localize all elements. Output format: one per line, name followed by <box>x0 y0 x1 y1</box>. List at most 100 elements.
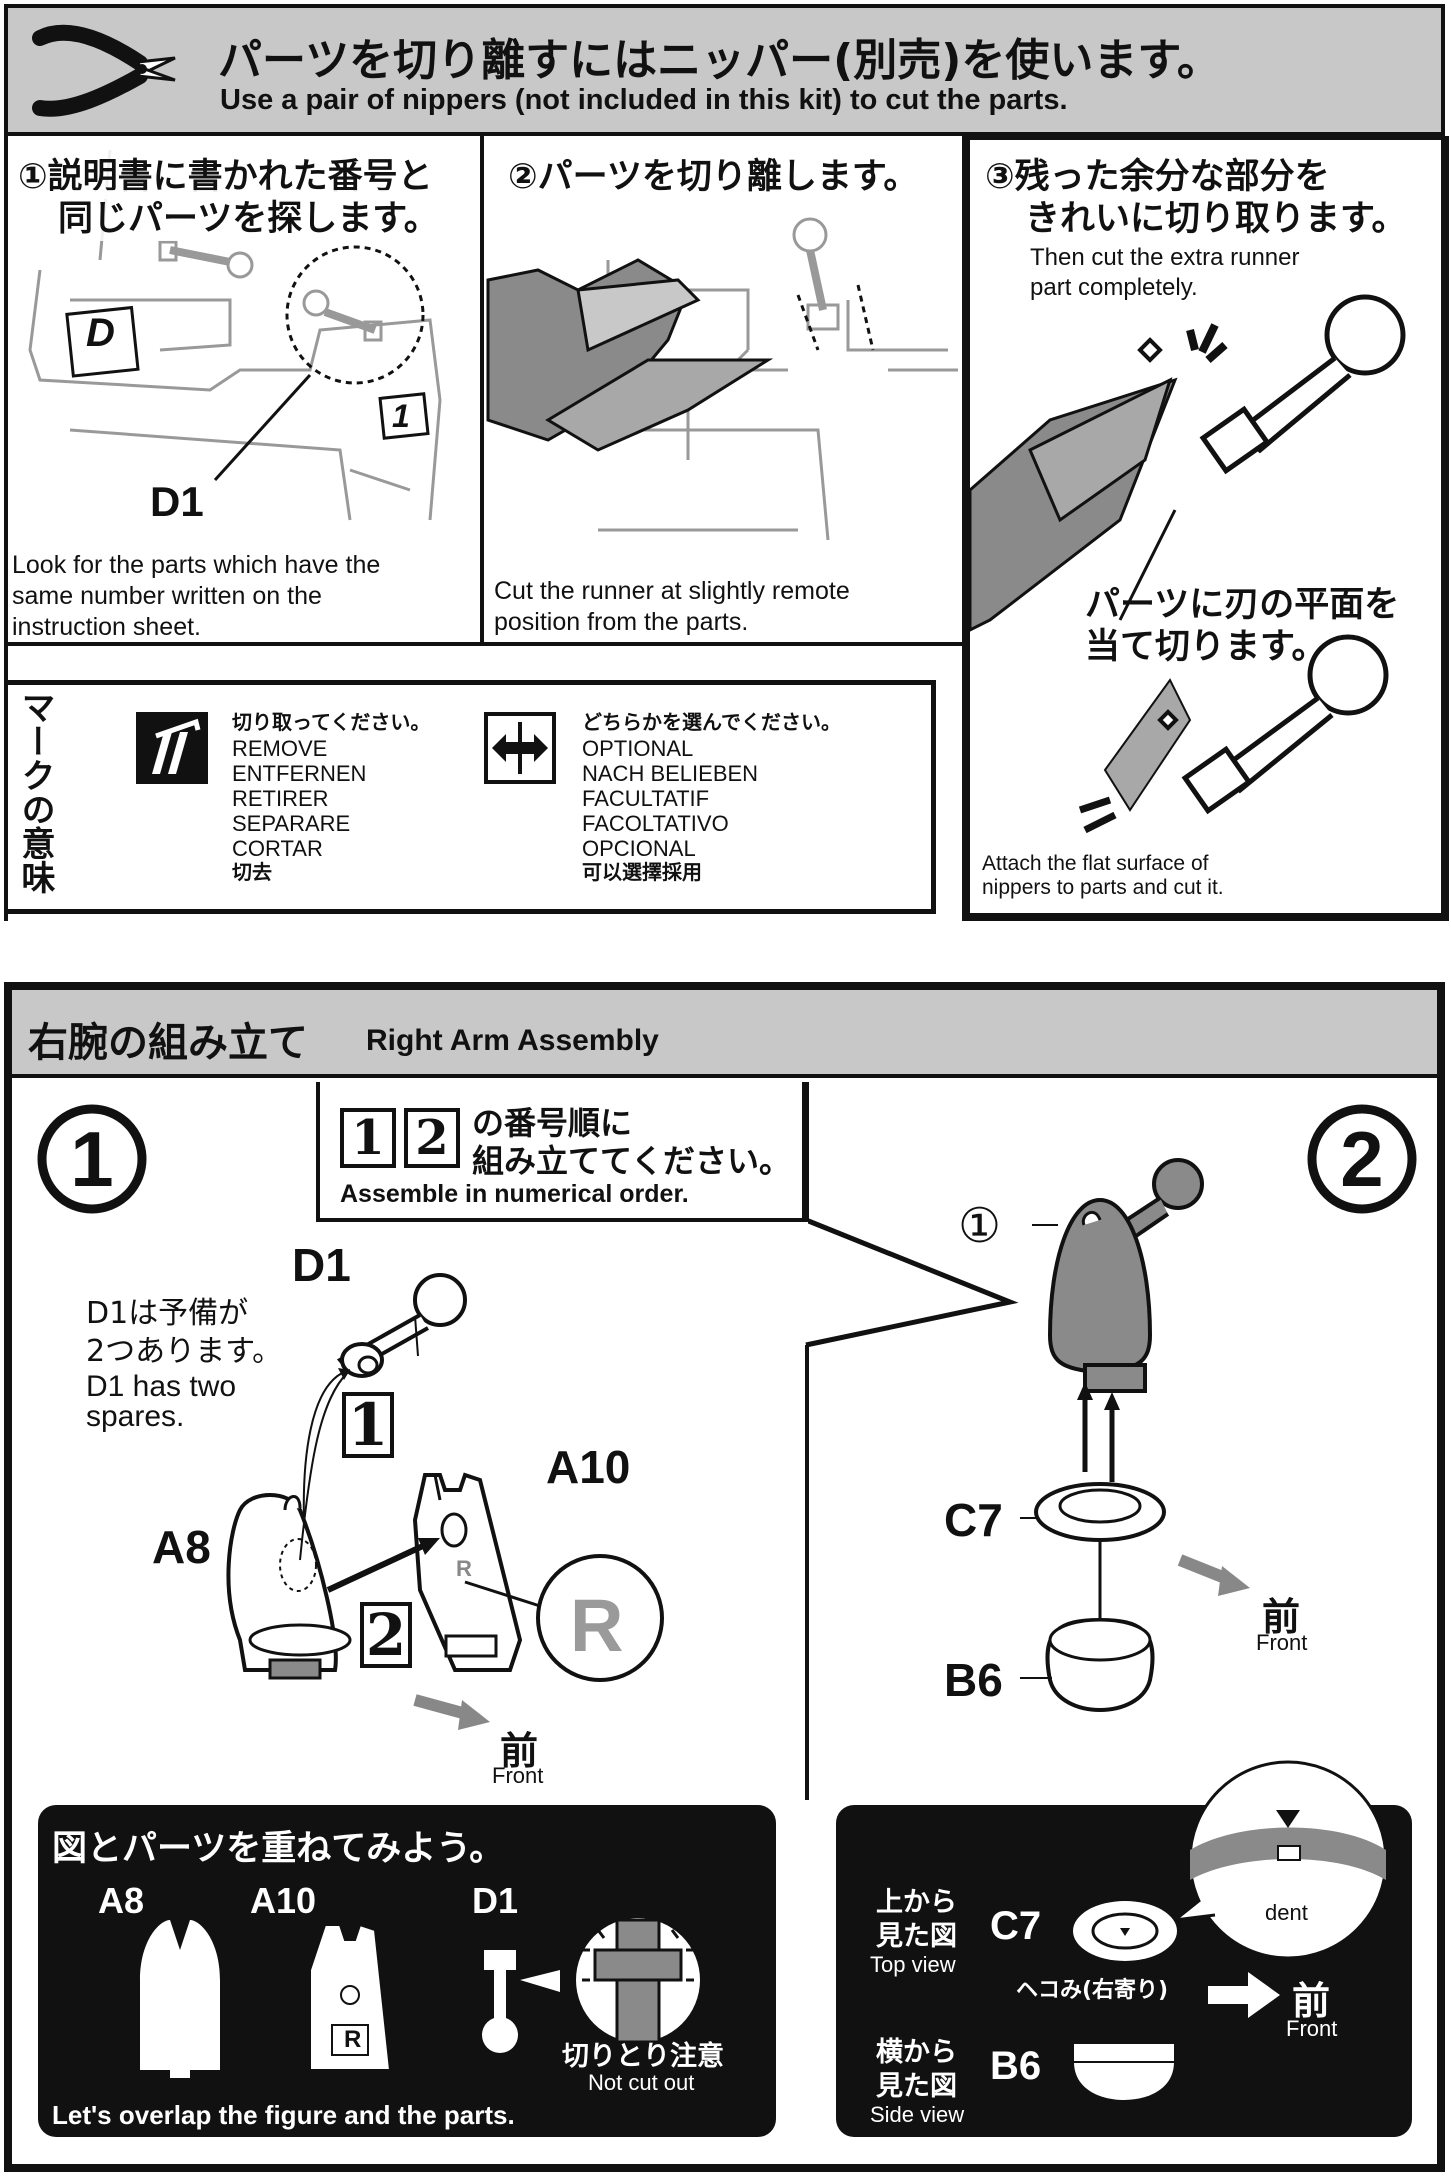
assembly-divider <box>805 1082 809 1282</box>
step3-flat-jp-line2: 当て切ります。 <box>1085 627 1327 667</box>
remove-de: ENTFERNEN <box>232 761 367 786</box>
step3-flat-en-line2: nippers to parts and cut it. <box>982 876 1224 899</box>
step1-label-d1: D1 <box>150 478 204 525</box>
step3-caption-line1: Then cut the extra runner <box>1030 244 1300 271</box>
step1-assembly-illustration <box>226 1273 664 1730</box>
optional-mark-icon <box>484 712 556 784</box>
order-jp-line2: 組み立ててください。 <box>472 1142 792 1180</box>
step1-label-1: 1 <box>392 398 410 434</box>
nipper-cut-illustration <box>486 217 958 541</box>
top-view-en: Top view <box>870 1952 956 1977</box>
overlap-title: 図とパーツを重ねてみよう。 <box>52 1829 505 1869</box>
spare-jp-line1: D1は予備が <box>86 1296 249 1331</box>
step2-assembly-illustration <box>1020 1158 1250 1712</box>
not-cut-en: Not cut out <box>588 2070 695 2095</box>
step2-panel-border <box>805 1345 809 1800</box>
front-en: Front <box>492 1763 544 1788</box>
front2-en: Front <box>1256 1630 1308 1655</box>
overlap-parts-illustration <box>140 1918 700 2078</box>
step2-ref-label: ① <box>958 1200 1002 1253</box>
step-2-number: 2 <box>1340 1115 1384 1203</box>
step3-flat-jp-line1: パーツに刃の平面を <box>1085 585 1400 625</box>
assembly-title-jp: 右腕の組み立て <box>28 1020 308 1066</box>
remove-es: CORTAR <box>232 836 323 861</box>
label-c7: C7 <box>944 1494 1003 1546</box>
marks-legend <box>4 680 936 914</box>
spare-en-line1: D1 has two <box>86 1370 237 1403</box>
step2-title: ②パーツを切り離します。 <box>508 148 919 199</box>
remove-en: REMOVE <box>232 736 328 761</box>
remove-zh: 切去 <box>232 862 272 884</box>
remove-fr: RETIRER <box>232 786 329 811</box>
front-jp: 前 <box>500 1729 539 1773</box>
front-arrow-icon <box>1208 1972 1280 2018</box>
optional-es: OPCIONAL <box>582 836 696 861</box>
order-num-1: 1 <box>340 1108 396 1168</box>
optional-jp: どちらかを選んでください。 <box>582 712 841 734</box>
marks-heading: マークの意味 <box>15 690 55 894</box>
step2-caption: Cut the runner at slightly remote positi… <box>494 577 850 636</box>
side-view-en: Side view <box>870 2102 965 2127</box>
header-bar <box>4 4 1445 136</box>
remove-mark-icon <box>136 712 208 784</box>
step1-caption: Look for the parts which have the same n… <box>12 551 381 641</box>
label-b6: B6 <box>944 1654 1003 1706</box>
overlap-footer: Let's overlap the figure and the parts. <box>52 2100 515 2130</box>
label-a8: A8 <box>152 1521 211 1573</box>
side-view-jp-line1: 横から <box>876 2037 957 2068</box>
a10-r-mark: R <box>456 1556 472 1581</box>
trim-illustration <box>968 294 1406 834</box>
step3-flat-en-line1: Attach the flat surface of <box>982 852 1209 875</box>
view-b6: B6 <box>990 2044 1042 2088</box>
optional-zh: 可以選擇採用 <box>582 862 702 884</box>
overlap-r-mark: R <box>344 2026 362 2053</box>
nippers-icon <box>32 24 176 117</box>
r-callout-label: R <box>570 1584 624 1667</box>
view-c7: C7 <box>990 1904 1042 1948</box>
dent-en: dent <box>1265 1900 1308 1925</box>
step3-caption-line2: part completely. <box>1030 274 1198 301</box>
spare-en-line2: spares. <box>86 1400 185 1433</box>
side-view-jp-line2: 見た図 <box>876 2071 957 2102</box>
header-title-jp: パーツを切り離すにはニッパー(別売)を使います。 <box>218 35 1221 86</box>
assembly-frame <box>4 982 1445 2172</box>
dent-jp: ヘコみ(右寄り) <box>1016 1978 1169 2003</box>
step1-panel <box>4 136 484 646</box>
remove-it: SEPARARE <box>232 811 351 836</box>
step2-pointer <box>800 1217 1019 1348</box>
spare-jp-line2: 2つあります。 <box>86 1334 283 1369</box>
step3-title-line1: ③残った余分な部分を <box>985 157 1330 197</box>
step-1-circle-icon <box>37 1104 147 1214</box>
step-2-circle-icon <box>1307 1104 1417 1214</box>
step1-title-line2: 同じパーツを探します。 <box>58 190 439 241</box>
optional-fr: FACULTATIF <box>582 786 710 811</box>
remove-mark-text: 切り取ってください。 REMOVE ENTFERNEN RETIRER SEPA… <box>232 711 430 886</box>
label-d1: D1 <box>292 1239 351 1291</box>
order-num-2: 2 <box>404 1108 460 1168</box>
top-view-jp-line1: 上から <box>876 1887 957 1918</box>
optional-de: NACH BELIEBEN <box>582 761 759 786</box>
order-en: Assemble in numerical order. <box>340 1180 689 1208</box>
optional-en: OPTIONAL <box>582 736 694 761</box>
assembly-box-1: 1 <box>342 1391 394 1459</box>
overlap-a10: A10 <box>250 1880 317 1921</box>
b6-side-view-icon <box>1074 2044 1174 2100</box>
optional-it: FACOLTATIVO <box>582 811 729 836</box>
step-1-number: 1 <box>70 1115 114 1203</box>
optional-mark-text: どちらかを選んでください。 OPTIONAL NACH BELIEBEN FAC… <box>582 711 841 886</box>
dent-callout-illustration <box>1169 1760 1388 1960</box>
step1-label-d: D <box>86 311 115 355</box>
order-note-box <box>316 1082 806 1222</box>
assembly-header <box>12 990 1437 1078</box>
label-a10: A10 <box>546 1441 631 1493</box>
top-view-jp-line2: 見た図 <box>876 1921 957 1952</box>
overlap-d1: D1 <box>472 1880 519 1921</box>
step3-panel <box>962 136 1449 921</box>
view-front-en: Front <box>1286 2016 1338 2041</box>
assembly-box-2: 2 <box>360 1601 412 1669</box>
front2-jp: 前 <box>1262 1595 1301 1639</box>
view-front-jp: 前 <box>1292 1979 1331 2023</box>
overlap-a8: A8 <box>98 1880 145 1921</box>
c7-top-view-icon <box>1073 1901 1177 1961</box>
step3-title-line2: きれいに切り取ります。 <box>1025 199 1407 239</box>
